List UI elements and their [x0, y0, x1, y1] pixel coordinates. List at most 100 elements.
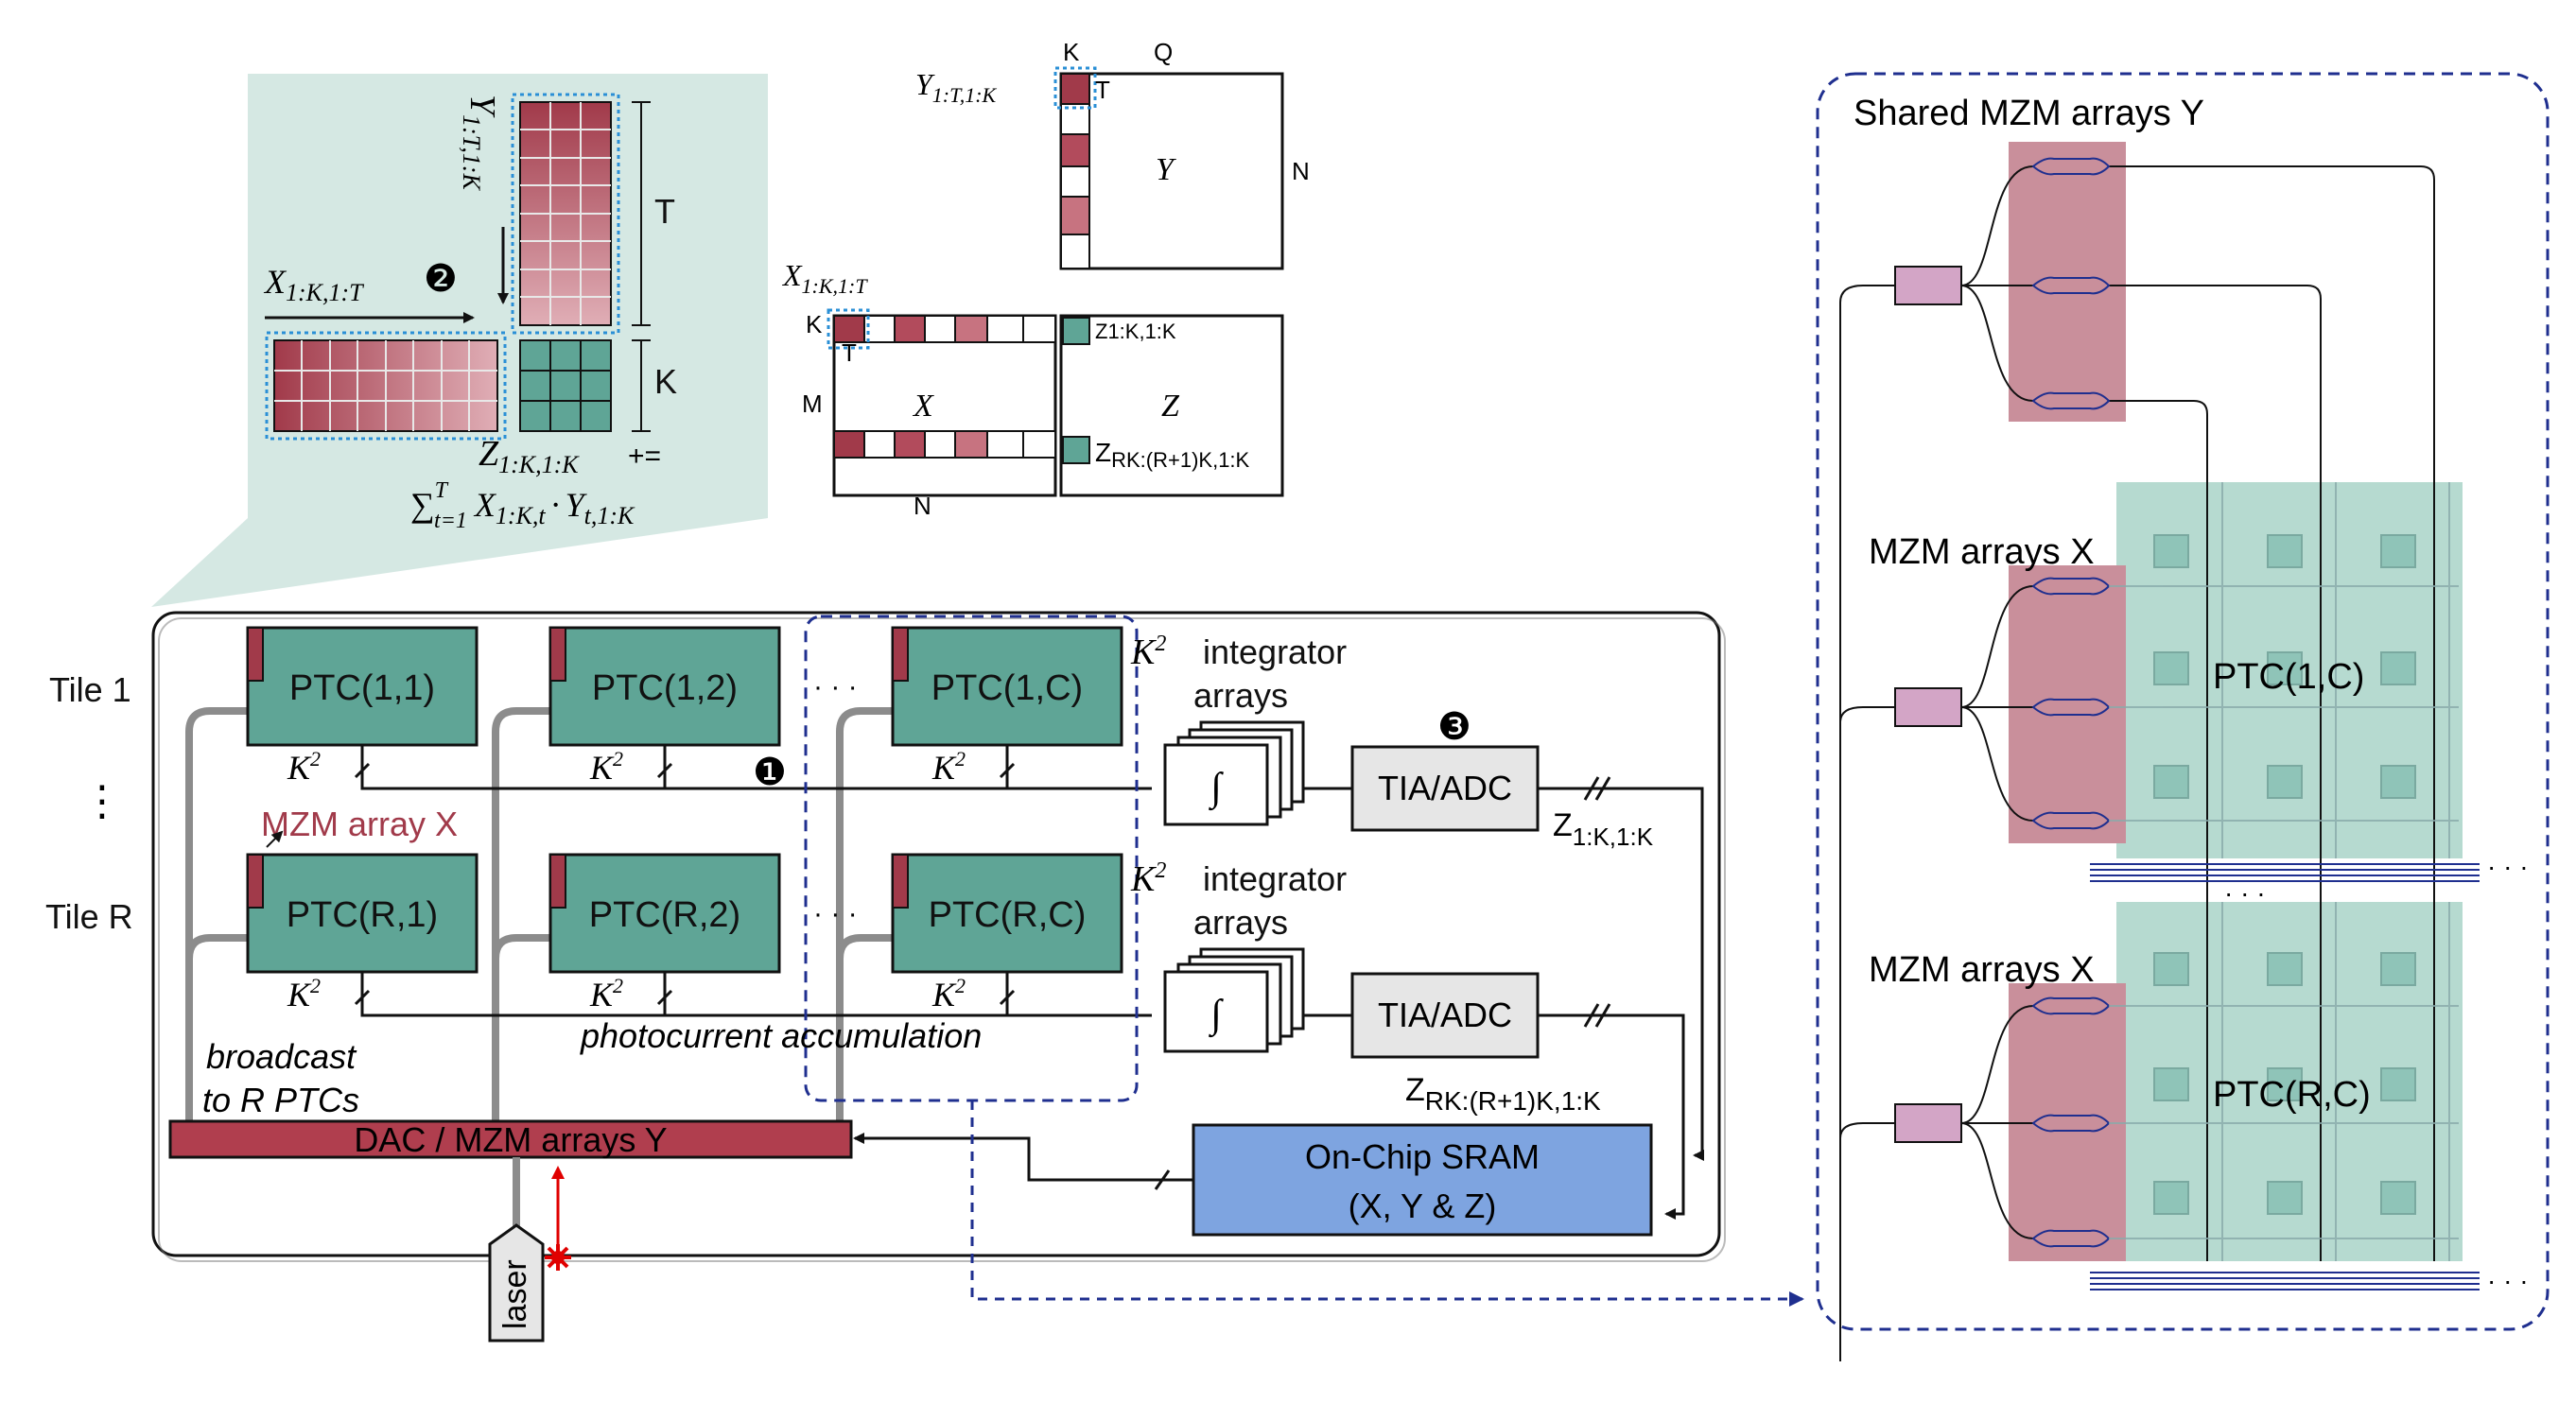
integrator-1-symbol: ∫: [1208, 766, 1224, 811]
integrator-array-r: K2 integrator arrays ∫: [1130, 858, 1347, 1053]
integrator-r-front: [1163, 970, 1269, 1053]
laser-star-core: [551, 1251, 565, 1264]
ptc-between-dots: · · ·: [2224, 878, 2266, 908]
matrix-z-top-cell: [1062, 317, 1090, 345]
right-detail-panel: Shared MZM arrays Y MZM arrays X MZM arr…: [1816, 72, 2550, 1361]
matrix-y-name: Y: [1156, 152, 1176, 187]
ptc-row-1: PTC(1,1) PTC(1,2) · · · PTC(1,C): [246, 626, 1123, 747]
integrator-r-label: integrator: [1203, 859, 1347, 898]
inset-brackets: [632, 101, 651, 432]
ptc-r-2-label: PTC(R,2): [589, 895, 740, 935]
shared-mzm-title: Shared MZM arrays Y: [1854, 94, 2204, 133]
matrix-diagrams: Y1:T,1:K K Q T Y N X1:K,1:T K T: [781, 38, 1310, 520]
tile-array-diagram: Tile 1 ⋮ Tile R PTC(1,1) PTC(1,2) · · · …: [45, 611, 1804, 1342]
sram-bus-mark: [1154, 1169, 1171, 1190]
k2-label-1-2: K2: [589, 747, 623, 787]
splitter-x-1: [1894, 687, 1962, 727]
inset-z-grid: [520, 340, 611, 431]
ptc-1-c-cells: [2153, 534, 2416, 799]
detail-ptc-r-c-label: PTC(R,C): [2213, 1075, 2371, 1115]
splitter-y: [1894, 266, 1962, 305]
ptc-1-c-label: PTC(1,C): [931, 668, 1083, 708]
k2-label-1-1: K2: [287, 747, 321, 787]
matrix-x-row-top: [833, 315, 1056, 343]
matrix-x-ref: X1:K,1:T: [781, 258, 868, 298]
tile-vdots: ⋮: [81, 778, 123, 824]
adc-output-wires: [1538, 776, 1704, 1220]
k2-label-r-c: K2: [931, 974, 966, 1013]
sram-label-1: On-Chip SRAM: [1305, 1137, 1540, 1176]
integrator-r-symbol: ∫: [1208, 993, 1224, 1038]
inset-y-ref: Y1:T,1:K: [458, 95, 502, 191]
ptc-r-c-label: PTC(R,C): [929, 895, 1087, 935]
ptc-1-c-mzm: [892, 627, 909, 682]
zoom-link-arrow: [970, 1100, 1804, 1307]
matrix-x-k: K: [806, 310, 823, 338]
matrix-x: [832, 314, 1057, 497]
row-r-output-wires: [354, 972, 1152, 1017]
matrix-x-n: N: [914, 492, 931, 520]
matrix-x-t: T: [842, 338, 857, 367]
matrix-y-q: Q: [1154, 38, 1173, 66]
ptc-internal-wires: [2109, 482, 2459, 1261]
ptc-r-2-mzm: [549, 854, 566, 909]
inset-z-ref: Z1:K,1:K: [479, 434, 580, 478]
waveguides: [1839, 165, 2435, 1361]
integrator-r-k2: K2: [1130, 858, 1166, 899]
bus-1-dots: · · ·: [2487, 852, 2529, 881]
ptc-1-1[interactable]: [246, 626, 479, 747]
integrator-r-label-2: arrays: [1193, 903, 1288, 942]
inset-x-grid: [274, 340, 497, 431]
matrix-y-ref: Y1:T,1:K: [915, 67, 998, 107]
integrator-1-label-2: arrays: [1193, 676, 1288, 715]
output-bus-2: [2090, 1272, 2480, 1290]
inset-z-block: [519, 339, 612, 432]
on-chip-sram[interactable]: [1192, 1123, 1653, 1237]
detail-panel-frame: [1816, 72, 2550, 1331]
inset-y-highlight: [511, 93, 620, 335]
step-3-marker: ❸: [1437, 706, 1471, 748]
broadcast-label-2: to R PTCs: [202, 1081, 359, 1119]
output-bus-1: [2090, 863, 2480, 882]
inset-k-label: K: [654, 362, 677, 401]
ptc-r-2[interactable]: [548, 853, 781, 974]
step-2-marker: ❷: [424, 258, 458, 300]
laser-label: laser: [497, 1259, 533, 1329]
tile-1-label: Tile 1: [49, 670, 131, 709]
ptc-r-c[interactable]: [891, 853, 1123, 974]
matrix-z-top-label: Z1:K,1:K: [1095, 320, 1176, 343]
matrix-z-name: Z: [1161, 389, 1180, 424]
inset-x-highlight: [265, 331, 507, 441]
row-1-output-wires: [354, 745, 1152, 790]
mzm-x-block-1: [2009, 565, 2126, 843]
inset-x-ref: X1:K,1:T: [263, 263, 364, 306]
matrix-y-highlight: [1053, 66, 1097, 110]
ptc-1-c[interactable]: [891, 626, 1123, 747]
tia-adc-1-label: TIA/ADC: [1378, 769, 1512, 807]
mzm-x-label-2: MZM arrays X: [1869, 950, 2095, 990]
ptc-1-1-mzm: [247, 627, 264, 682]
k2-labels: K2 K2 K2 K2 K2 K2: [287, 747, 966, 1013]
integrator-1-label: integrator: [1203, 632, 1347, 671]
dac-label: DAC / MZM arrays Y: [354, 1120, 667, 1159]
bus-2-dots: · · ·: [2487, 1266, 2529, 1295]
inset-y-grid: [520, 102, 611, 325]
matrix-z-bottom-label: ZRK:(R+1)K,1:K: [1095, 438, 1250, 472]
laser-source[interactable]: [488, 1223, 545, 1342]
matrix-x-m: M: [802, 390, 823, 418]
ptc-r-c-mzm: [892, 854, 909, 909]
integrator-array-1: K2 integrator arrays ∫: [1130, 632, 1347, 826]
mzm-x-label-1: MZM arrays X: [1869, 532, 2095, 572]
ptc-r-1[interactable]: [246, 853, 479, 974]
dac-mzm-y-bar[interactable]: [168, 1119, 853, 1159]
mzm-array-x-label: MZM array X: [261, 805, 458, 843]
ptc-r-c-cells: [2153, 952, 2416, 1215]
ptc-1-2-mzm: [549, 627, 566, 682]
sram-to-dac-wire: [853, 1133, 1193, 1182]
ptc-row-r: PTC(R,1) PTC(R,2) · · · PTC(R,C): [246, 853, 1123, 974]
photocurrent-label: photocurrent accumulation: [580, 1016, 982, 1055]
sram-label-2: (X, Y & Z): [1349, 1186, 1497, 1225]
